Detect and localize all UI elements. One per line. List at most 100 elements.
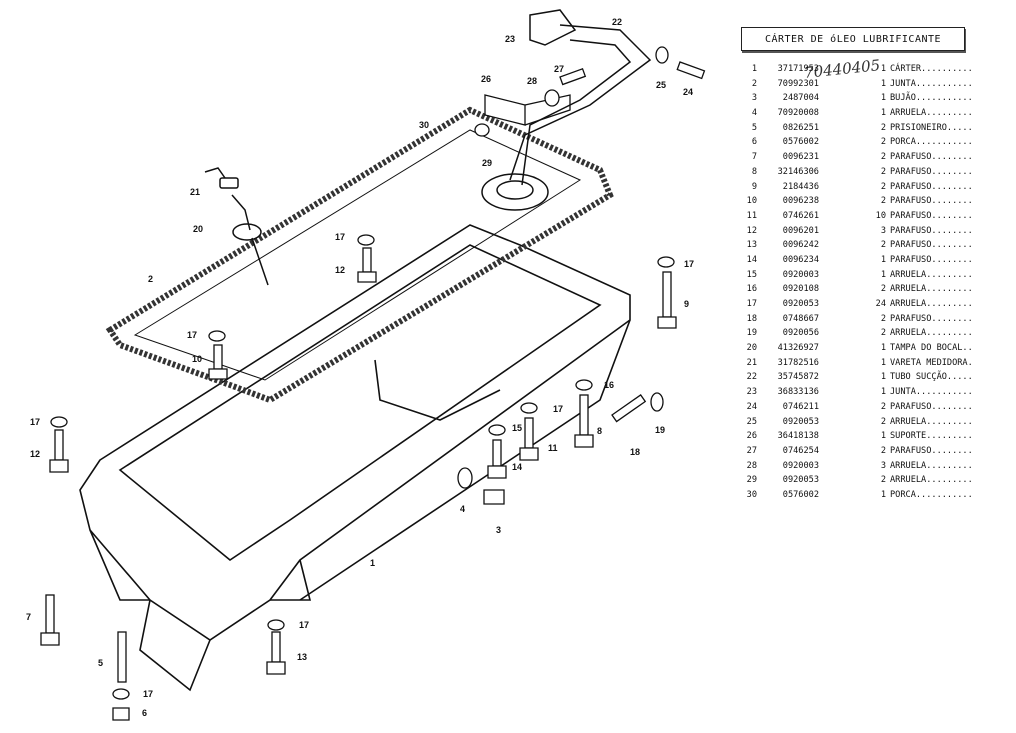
part-index: 5	[751, 122, 757, 133]
part-code: 35745872	[777, 372, 819, 383]
part-index: 28	[746, 460, 757, 471]
spacer	[825, 77, 872, 92]
part-description: PARAFUSO........	[890, 445, 973, 456]
spacer	[825, 253, 872, 268]
part-quantity: 2	[880, 122, 886, 133]
callout-25: 25	[656, 80, 666, 90]
parts-list-title: CÁRTER DE óLEO LUBRIFICANTE	[741, 27, 965, 51]
part-code: 0920108	[782, 284, 819, 295]
part-description: PARAFUSO........	[890, 401, 973, 412]
spacer	[825, 150, 872, 165]
part-quantity: 2	[880, 166, 886, 177]
spacer	[825, 400, 872, 415]
part-code: 0096231	[782, 152, 819, 163]
part-index: 2	[751, 78, 757, 89]
spacer	[825, 429, 872, 444]
part-description: VARETA MEDIDORA.	[890, 357, 973, 368]
part-code: 0746254	[782, 445, 819, 456]
spacer	[825, 370, 872, 385]
part-index: 13	[746, 240, 757, 251]
part-description: PARAFUSO........	[890, 240, 973, 251]
part-index: 30	[746, 489, 757, 500]
part-description: PORCA...........	[890, 137, 973, 148]
part-quantity: 2	[880, 152, 886, 163]
callout-6: 6	[142, 708, 147, 718]
callout-2: 2	[148, 274, 153, 284]
part-quantity: 2	[880, 328, 886, 339]
part-index: 12	[746, 225, 757, 236]
spacer	[825, 209, 872, 224]
callout-28: 28	[527, 76, 537, 86]
part-code: 0920053	[782, 416, 819, 427]
callout-7: 7	[26, 612, 31, 622]
part-index: 29	[746, 475, 757, 486]
part-code: 70920008	[777, 108, 819, 119]
callout-14: 14	[512, 462, 522, 472]
part-description: PARAFUSO........	[890, 181, 973, 192]
spacer	[825, 135, 872, 150]
part-code: 0826251	[782, 122, 819, 133]
part-description: PORCA...........	[890, 489, 973, 500]
callout-15: 15	[512, 423, 522, 433]
part-quantity: 1	[880, 343, 886, 354]
spacer	[825, 106, 872, 121]
spacer	[825, 62, 872, 77]
part-index: 21	[746, 357, 757, 368]
part-quantity: 2	[880, 137, 886, 148]
part-code: 0096238	[782, 196, 819, 207]
spacer	[825, 224, 872, 239]
callout-11: 11	[548, 443, 558, 453]
parts-row: 7 0096231 2 PARAFUSO........	[741, 150, 1016, 165]
part-index: 18	[746, 313, 757, 324]
part-index: 17	[746, 299, 757, 309]
part-index: 10	[746, 196, 757, 207]
part-index: 25	[746, 416, 757, 427]
part-description: JUNTA...........	[890, 78, 973, 89]
part-quantity: 3	[880, 460, 886, 471]
callout-10: 10	[192, 354, 202, 364]
exploded-oil-pan-diagram: 1 2 3 4 5 6 7 8 9 10 11 12 12 13 14 15 1…	[26, 9, 706, 721]
part-description: TUBO SUCÇÃO.....	[890, 372, 973, 383]
callout-19: 19	[655, 425, 665, 435]
part-code: 0920056	[782, 328, 819, 339]
spacer	[825, 473, 872, 488]
part-code: 70992301	[777, 78, 819, 89]
part-quantity: 1	[880, 431, 886, 442]
part-description: ARRUELA.........	[890, 299, 973, 309]
callout-17c: 17	[187, 330, 197, 340]
part-code: 0576002	[782, 137, 819, 148]
part-code: 0748667	[782, 313, 819, 324]
part-code: 0096242	[782, 240, 819, 251]
part-quantity: 1	[880, 489, 886, 500]
spacer	[825, 194, 872, 209]
callout-27: 27	[554, 64, 564, 74]
part-description: PARAFUSO........	[890, 152, 973, 163]
part-code: 32146306	[777, 166, 819, 177]
part-index: 3	[751, 93, 757, 104]
callout-21: 21	[190, 187, 200, 197]
spacer	[825, 165, 872, 180]
gasket	[105, 106, 614, 404]
part-description: ARRUELA.........	[890, 416, 973, 427]
part-index: 7	[751, 152, 757, 163]
part-code: 36833136	[777, 387, 819, 398]
part-index: 1	[751, 64, 757, 74]
